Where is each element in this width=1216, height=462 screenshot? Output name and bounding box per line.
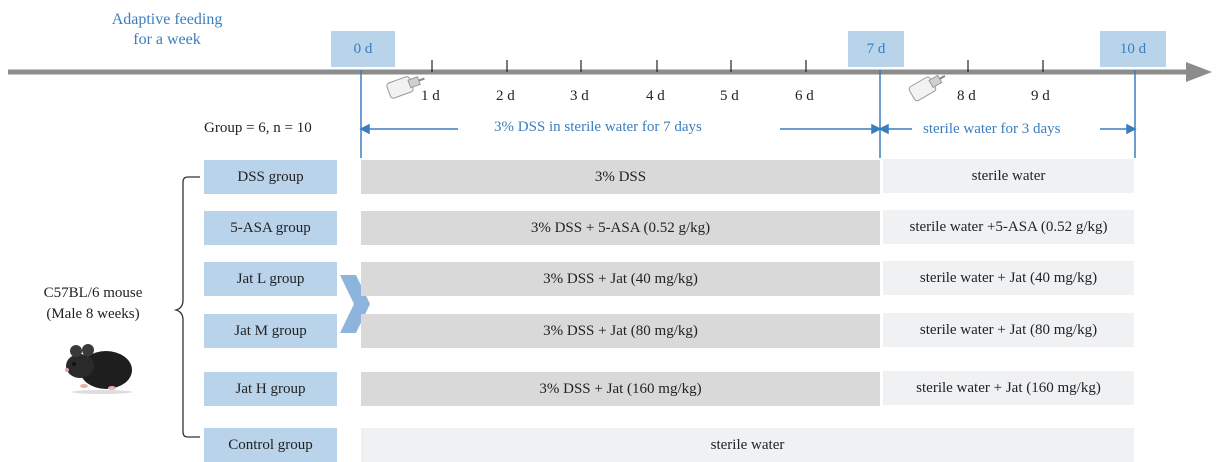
water-phase-bar: sterile water + Jat (40 mg/kg) [883,261,1134,295]
phase2-label: sterile water for 3 days [919,121,1065,138]
water-bottle-icon [908,74,946,102]
group-label-jat-m: Jat M group [204,314,337,348]
phase1-label: 3% DSS in sterile water for 7 days [490,119,706,136]
day-label: 8 d [957,88,976,104]
dss-phase-bar: 3% DSS [361,160,880,194]
day-label: 3 d [570,88,589,104]
mouse-label: C57BL/6 mouse (Male 8 weeks) [20,283,166,325]
day-label: 1 d [421,88,440,104]
group-label-control: Control group [204,428,337,462]
control-bar: sterile water [361,428,1134,462]
mouse-strain: C57BL/6 mouse [43,285,143,301]
day-label: 4 d [646,88,665,104]
mouse-sex-age: (Male 8 weeks) [46,306,140,322]
timeline-arrowhead [1186,62,1212,82]
adaptive-feeding-label: Adaptive feeding for a week [92,10,242,50]
day-label: 2 d [496,88,515,104]
group-label-dss: DSS group [204,160,337,194]
dss-phase-bar: 3% DSS + Jat (80 mg/kg) [361,314,880,348]
day-box-0: 0 d [331,31,395,67]
water-phase-bar: sterile water + Jat (160 mg/kg) [883,371,1134,405]
day-label: 9 d [1031,88,1050,104]
phase-markers [360,70,1136,158]
day-label: 5 d [720,88,739,104]
day-box-10: 10 d [1100,31,1166,67]
title-line-1: Adaptive feeding [111,11,223,28]
group-label-5asa: 5-ASA group [204,211,337,245]
water-bottle-icon [386,76,425,99]
dss-phase-bar: 3% DSS + 5-ASA (0.52 g/kg) [361,211,880,245]
group-label-jat-l: Jat L group [204,262,337,296]
water-phase-bar: sterile water [883,159,1134,193]
title-line-2: for a week [133,31,201,48]
day-label: 6 d [795,88,814,104]
day-box-7: 7 d [848,31,904,67]
phase-arrows [359,123,1137,135]
dss-phase-bar: 3% DSS + Jat (40 mg/kg) [361,262,880,296]
group-label-jat-h: Jat H group [204,372,337,406]
group-info: Group = 6, n = 10 [204,120,312,136]
water-phase-bar: sterile water +5-ASA (0.52 g/kg) [883,210,1134,244]
timeline-ticks [431,60,1044,72]
water-phase-bar: sterile water + Jat (80 mg/kg) [883,313,1134,347]
timeline-graphic [8,60,1212,158]
mouse-icon [65,344,132,394]
dss-phase-bar: 3% DSS + Jat (160 mg/kg) [361,372,880,406]
